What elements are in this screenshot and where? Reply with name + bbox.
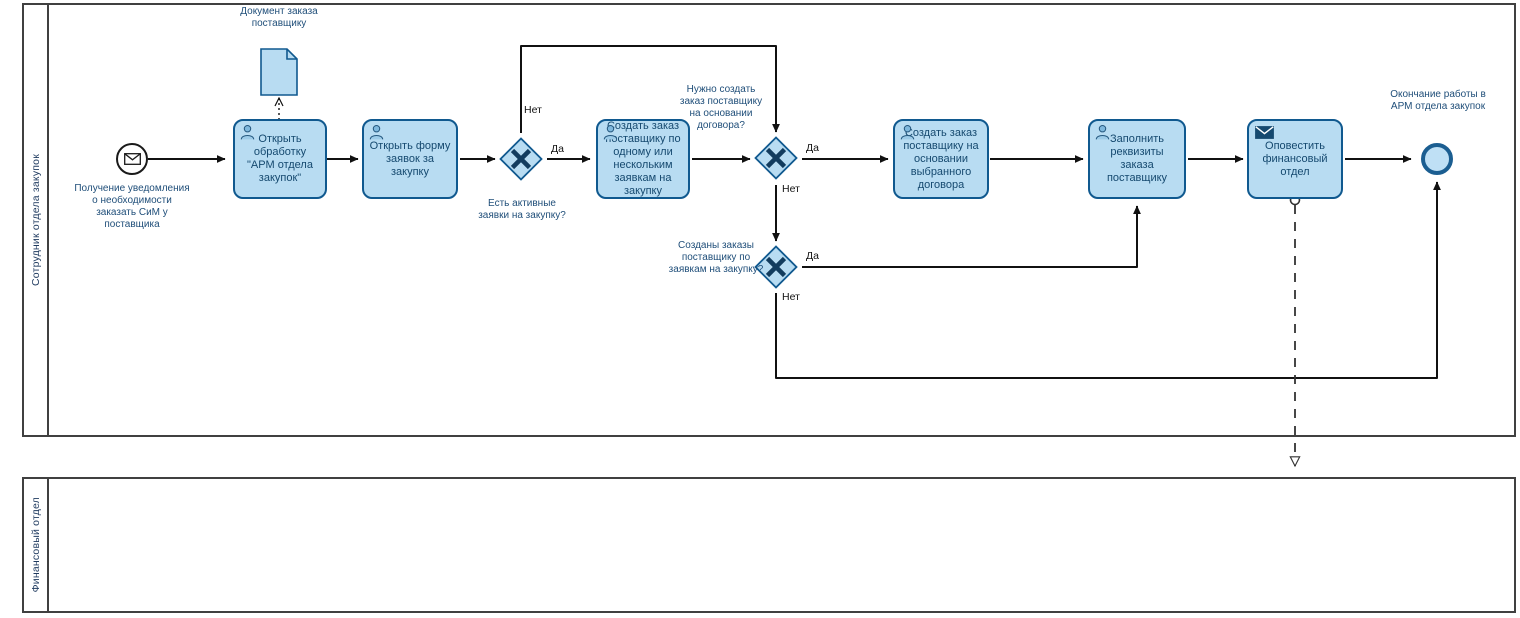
task-label: Заполнить реквизиты заказа поставщику [1106, 133, 1168, 184]
flow-label-gw3-yes: Да [806, 250, 819, 262]
start-event-label: Получение уведомления о необходимости за… [74, 183, 190, 230]
pool-procurement[interactable]: Сотрудник отдела закупок [22, 3, 1516, 437]
start-event-message[interactable] [116, 143, 148, 175]
task-notify-finance[interactable]: Оповестить финансовый отдел [1247, 119, 1343, 199]
exclusive-gateway-icon [754, 245, 798, 289]
gateway-contract-based[interactable] [754, 136, 798, 180]
data-object-label: Документ заказа поставщику [240, 6, 318, 29]
lane-header-procurement: Сотрудник отдела закупок [24, 5, 49, 435]
user-task-icon [240, 124, 255, 140]
gateway-active-requests-label: Есть активные заявки на закупку? [478, 198, 566, 221]
flow-label-gw1-no: Нет [524, 104, 542, 116]
task-label: Открыть форму заявок за закупку [369, 139, 451, 178]
flow-label-gw1-yes: Да [551, 143, 564, 155]
task-label: Оповестить финансовый отдел [1262, 139, 1328, 178]
pool-finance[interactable]: Финансовый отдел [22, 477, 1516, 613]
lane-label-procurement: Сотрудник отдела закупок [29, 153, 42, 287]
task-create-from-contract[interactable]: Создать заказ поставщику на основании вы… [893, 119, 989, 199]
end-event[interactable] [1421, 143, 1453, 175]
envelope-icon [123, 153, 141, 165]
flow-label-gw2-yes: Да [806, 142, 819, 154]
task-fill-details[interactable]: Заполнить реквизиты заказа поставщику [1088, 119, 1186, 199]
gateway-contract-based-label: Нужно создать заказ поставщику на основа… [679, 84, 763, 131]
task-label: Открыть обработку "АРМ отдела закупок" [247, 133, 313, 184]
user-task-icon [603, 124, 618, 140]
exclusive-gateway-icon [754, 136, 798, 180]
gateway-orders-created-label: Созданы заказы поставщику по заявкам на … [668, 240, 764, 275]
data-object-order-document[interactable] [260, 48, 298, 96]
envelope-task-icon [1255, 126, 1274, 139]
user-task-icon [1095, 124, 1110, 140]
task-label: Создать заказ поставщику на основании вы… [903, 126, 979, 191]
user-task-icon [900, 124, 915, 140]
end-event-label: Окончание работы в АРМ отдела закупок [1390, 89, 1486, 112]
document-icon [260, 48, 298, 96]
exclusive-gateway-icon [499, 137, 543, 181]
lane-label-finance: Финансовый отдел [29, 497, 42, 593]
lane-header-finance: Финансовый отдел [24, 479, 49, 611]
task-create-order[interactable]: Создать заказ поставщику по одному или н… [596, 119, 690, 199]
flow-label-gw3-no: Нет [782, 291, 800, 303]
gateway-active-requests[interactable] [499, 137, 543, 181]
flow-label-gw2-no: Нет [782, 183, 800, 195]
task-open-arm[interactable]: Открыть обработку "АРМ отдела закупок" [233, 119, 327, 199]
task-open-form[interactable]: Открыть форму заявок за закупку [362, 119, 458, 199]
gateway-orders-created[interactable] [754, 245, 798, 289]
user-task-icon [369, 124, 384, 140]
task-label: Создать заказ поставщику по одному или н… [605, 120, 681, 197]
